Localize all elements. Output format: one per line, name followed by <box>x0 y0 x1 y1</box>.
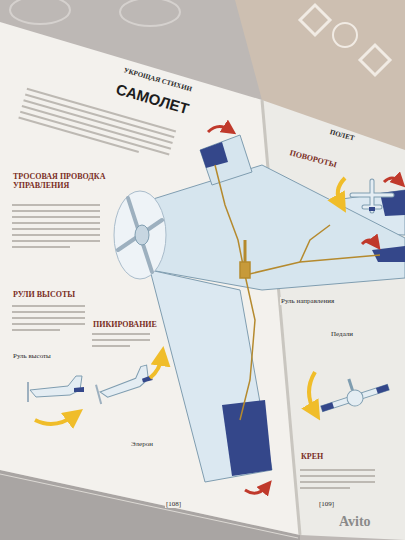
body-text-lines <box>22 106 171 149</box>
movement-arrow <box>208 126 400 493</box>
control-cables <box>300 225 330 262</box>
dive-plane <box>96 365 152 399</box>
roll-plane <box>321 384 389 411</box>
body-text-lines <box>12 216 100 218</box>
body-text-lines <box>300 475 375 477</box>
body-text-lines <box>92 339 150 341</box>
body-text-lines <box>12 329 60 331</box>
body-text-lines <box>12 246 70 248</box>
roll-plane <box>345 388 365 408</box>
bedspread <box>300 5 390 75</box>
pitch-plane <box>74 387 84 392</box>
body-text-lines <box>12 305 85 307</box>
movement-arrow <box>208 126 230 132</box>
book-pages <box>0 22 405 540</box>
turn-plane <box>369 207 375 211</box>
airplane-illustration <box>114 126 405 493</box>
motion-arrow <box>35 356 162 424</box>
dive-plane <box>94 365 155 405</box>
body-text-lines <box>12 210 100 212</box>
airplane-illustration <box>200 135 252 185</box>
body-text-lines <box>12 311 85 313</box>
bedspread <box>333 23 357 47</box>
page-number: [108] <box>165 500 182 508</box>
section-heading: ТРОСОВАЯ ПРОВОДКА УПРАВЛЕНИЯ <box>12 172 114 190</box>
airplane-illustration <box>114 191 166 279</box>
control-cables <box>215 165 245 275</box>
airplane-illustration <box>118 198 162 272</box>
control-cables <box>240 262 250 278</box>
pitch-plane <box>30 376 82 397</box>
body-text-lines <box>12 323 85 325</box>
motion-arrow <box>309 372 315 412</box>
body-text-lines <box>92 345 130 347</box>
body-text-lines <box>12 228 100 230</box>
airplane-illustration <box>150 165 405 290</box>
movement-arrow <box>245 486 267 493</box>
dive-plane <box>96 385 101 404</box>
book-pages <box>0 474 298 538</box>
body-text-lines <box>300 481 375 483</box>
pitch-plane <box>28 376 84 402</box>
roll-plane <box>316 368 391 416</box>
turn-plane <box>352 181 392 211</box>
section-heading: КРЕН <box>300 452 324 461</box>
book-pages <box>262 100 405 540</box>
pitch-plane <box>27 382 29 402</box>
bedspread <box>10 0 70 24</box>
motion-arrow <box>150 356 162 378</box>
motion-arrow <box>35 415 75 424</box>
bedspread <box>120 0 180 26</box>
body-text-lines <box>300 487 350 489</box>
control-cables <box>244 240 247 262</box>
part-name: Руль направления <box>280 297 335 305</box>
roll-plane <box>376 384 389 393</box>
airplane-illustration <box>135 225 149 245</box>
body-text-lines <box>300 469 375 471</box>
part-name: Элерон <box>130 440 154 448</box>
roll-plane <box>349 379 353 390</box>
body-text-lines <box>12 222 100 224</box>
movement-arrow <box>362 240 376 244</box>
running-header: ПОЛЕТ <box>328 128 356 143</box>
part-name: Педали <box>330 330 354 338</box>
body-text-lines <box>12 89 375 488</box>
control-cables <box>245 255 380 275</box>
control-cables <box>240 275 255 420</box>
airplane-illustration <box>200 142 228 168</box>
body-text-lines <box>20 112 169 155</box>
airplane-illustration <box>150 270 272 482</box>
part-name: Руль высоты <box>12 352 52 360</box>
body-text-lines <box>19 118 139 152</box>
body-text-lines <box>12 317 85 319</box>
body-text-lines <box>12 204 100 206</box>
watermark: Avito <box>338 514 372 530</box>
section-heading: РУЛИ ВЫСОТЫ <box>12 290 76 299</box>
control-cables <box>215 165 380 420</box>
motion-arrow <box>338 178 345 204</box>
section-heading: ПИКИРОВАНИЕ <box>92 320 158 329</box>
movement-arrow <box>384 178 400 182</box>
body-text-lines <box>12 234 100 236</box>
body-text-lines <box>12 240 100 242</box>
roll-plane <box>321 402 334 411</box>
airplane-illustration <box>222 400 272 476</box>
airplane-illustration <box>372 246 405 262</box>
page-number: [109] <box>318 500 335 508</box>
body-text-lines <box>92 333 150 335</box>
turn-plane <box>352 181 392 211</box>
motion-arrow <box>338 178 345 204</box>
turn-plane <box>352 181 392 211</box>
section-heading: ПОВОРОТЫ <box>288 148 339 170</box>
motion-arrow <box>309 372 315 412</box>
